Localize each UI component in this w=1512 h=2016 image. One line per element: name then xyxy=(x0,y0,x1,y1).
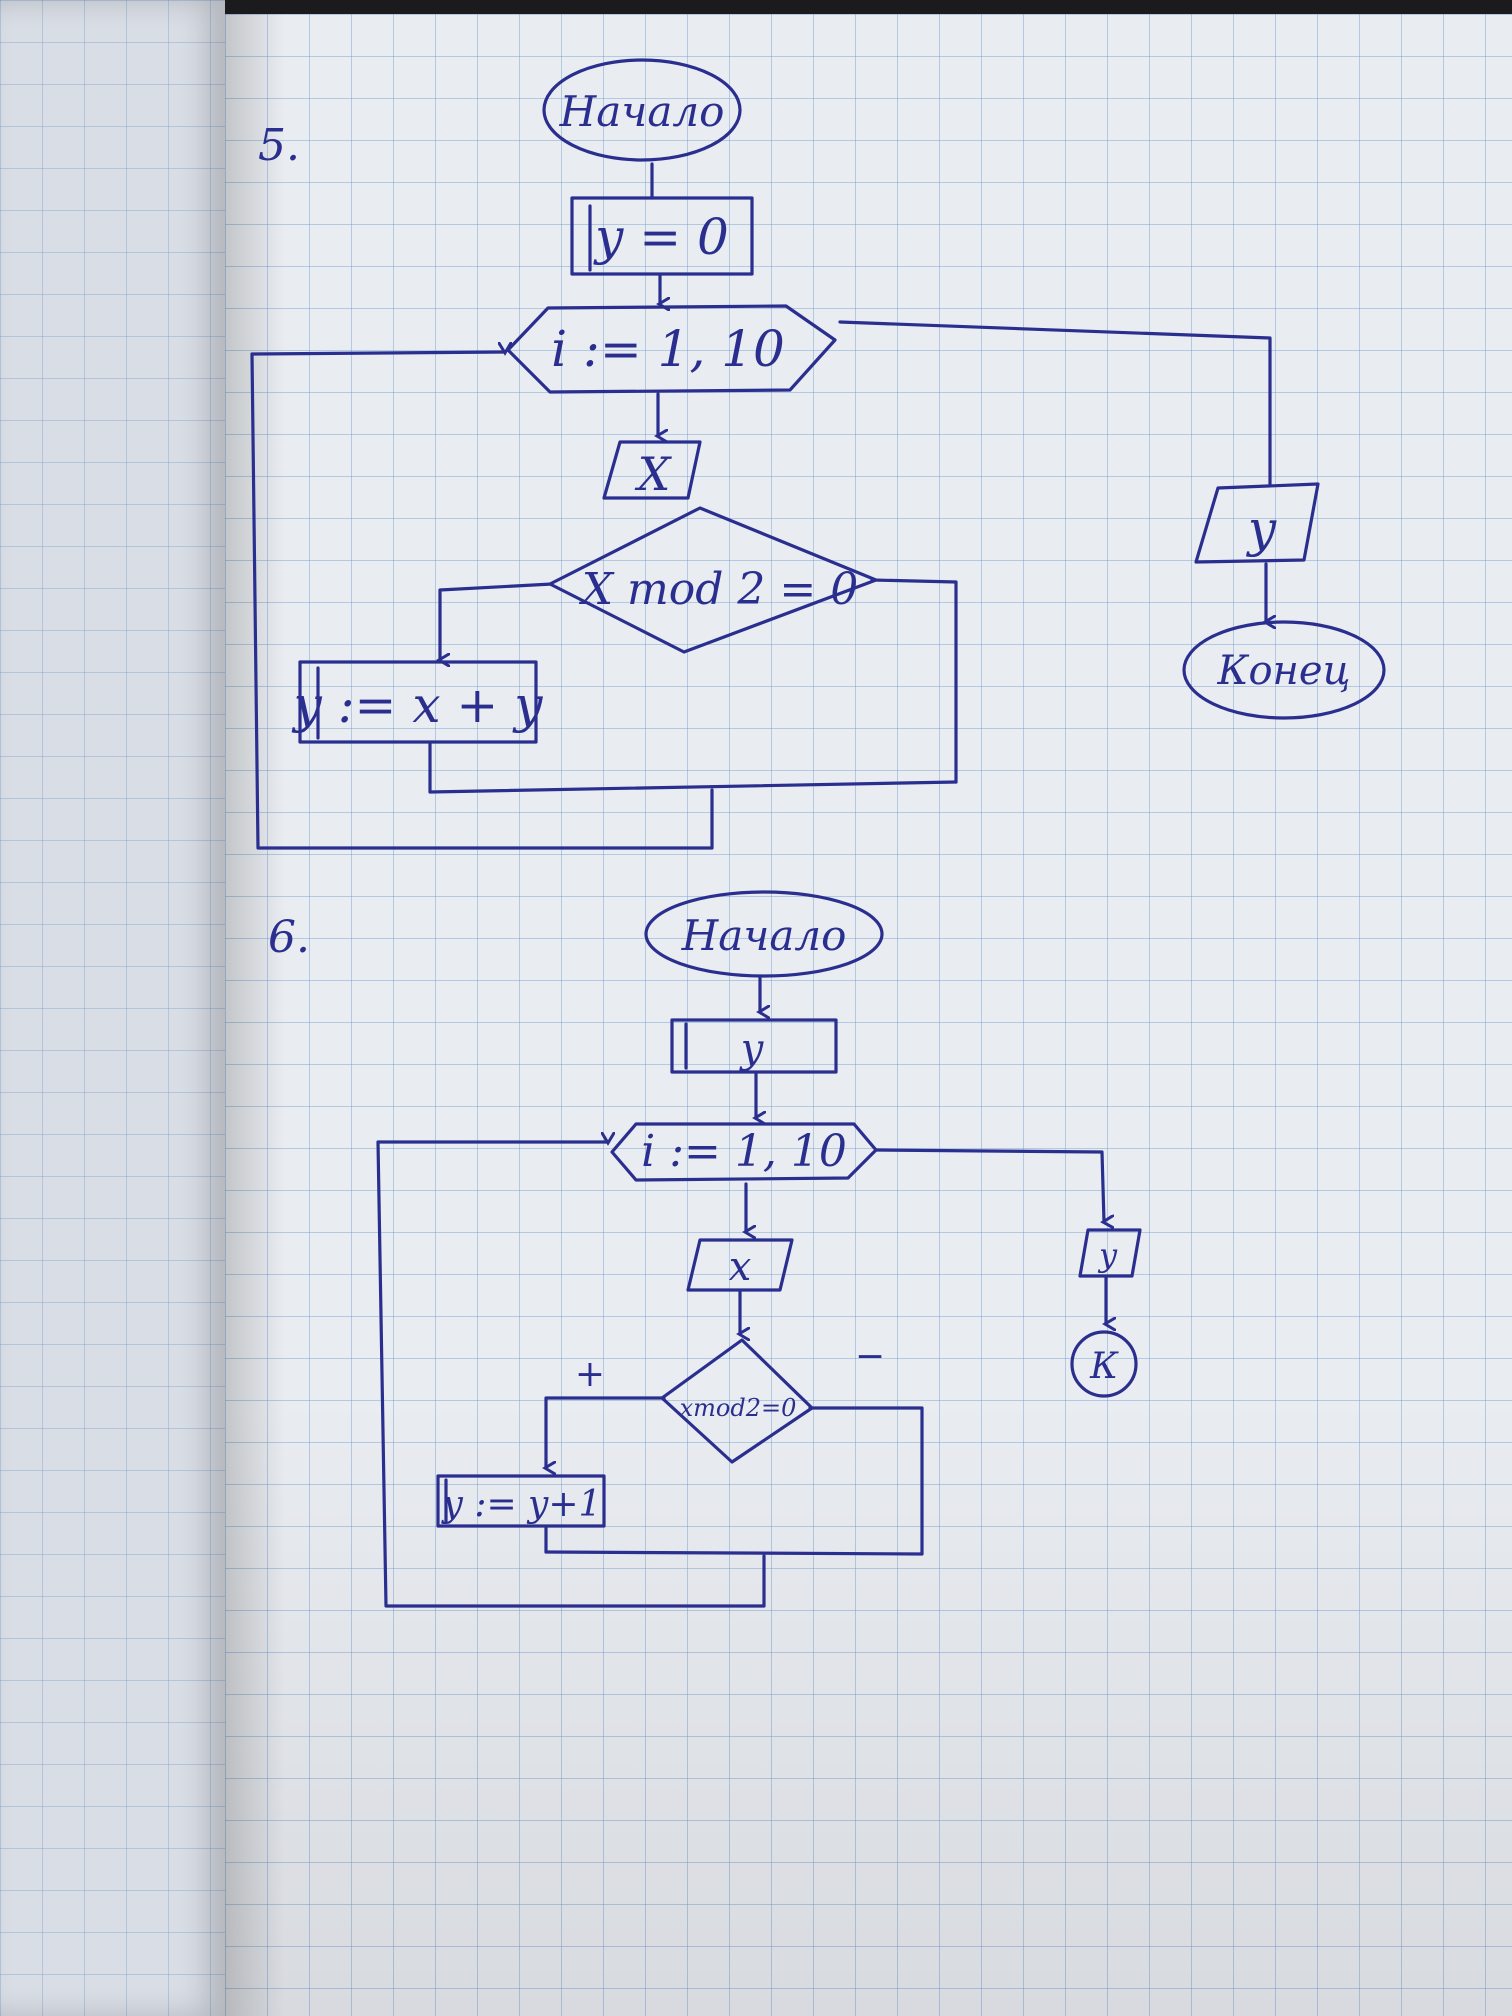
d5-init-process xyxy=(570,196,754,276)
d5-start-terminal xyxy=(542,58,742,162)
diagram-5-number: 5. xyxy=(258,120,300,171)
d5-no-branch xyxy=(870,578,958,784)
d6-condition-label: xmod2=0 xyxy=(680,1394,797,1422)
d5-input-label: X xyxy=(635,447,673,501)
d6-assign-process xyxy=(436,1474,606,1528)
diagram-6: 6. Начало y i := 1, 10 x xmod2=0 + xyxy=(268,890,1142,1608)
d6-start-label: Начало xyxy=(681,911,847,960)
d5-condition-diamond xyxy=(548,506,878,654)
d5-assign-process xyxy=(298,660,538,744)
d6-end-terminal xyxy=(1070,1330,1138,1398)
d6-exit-line xyxy=(874,1148,1104,1222)
left-page xyxy=(0,0,225,2016)
d6-end-label: К xyxy=(1089,1346,1119,1387)
d5-input-parallelogram xyxy=(602,440,702,500)
d5-end-terminal xyxy=(1182,620,1386,720)
d5-loop-back xyxy=(250,352,714,850)
d5-assign-label: y := x + y xyxy=(292,676,544,734)
d6-input-label: x xyxy=(729,1244,752,1290)
d6-yes-branch xyxy=(546,1396,666,1468)
d5-output-parallelogram xyxy=(1194,482,1320,564)
diagram-5: 5. Начало y = 0 i := 1, 10 X X mod 2 = 0 xyxy=(250,58,1386,850)
d6-no-branch xyxy=(544,1406,924,1556)
d6-yes-label: + xyxy=(575,1354,605,1395)
d5-loop-label: i := 1, 10 xyxy=(551,320,785,378)
d5-merge-line xyxy=(428,742,958,794)
d6-output-label: y xyxy=(1097,1236,1118,1274)
d5-yes-branch xyxy=(440,582,554,660)
d6-condition-diamond xyxy=(660,1338,814,1464)
d6-start-terminal xyxy=(644,890,884,978)
d6-loop-label: i := 1, 10 xyxy=(641,1126,847,1177)
d5-start-label: Начало xyxy=(559,87,725,136)
d6-loop-hexagon xyxy=(610,1122,878,1182)
right-page xyxy=(225,14,1512,2016)
d5-end-label: Конец xyxy=(1217,648,1351,694)
d5-output-label: y xyxy=(1246,500,1277,558)
d5-exit-line xyxy=(838,320,1272,486)
d6-init-process xyxy=(670,1018,838,1074)
d6-loop-back xyxy=(376,1142,766,1608)
diagram-6-number: 6. xyxy=(268,912,310,963)
d6-input-parallelogram xyxy=(686,1238,794,1292)
d5-init-label: y = 0 xyxy=(593,208,729,266)
d6-assign-label: y := y+1 xyxy=(441,1484,602,1525)
d6-no-label: − xyxy=(855,1336,885,1377)
d6-init-label: y xyxy=(739,1026,765,1072)
d5-condition-label: X mod 2 = 0 xyxy=(579,564,859,615)
d6-output-parallelogram xyxy=(1078,1228,1142,1278)
